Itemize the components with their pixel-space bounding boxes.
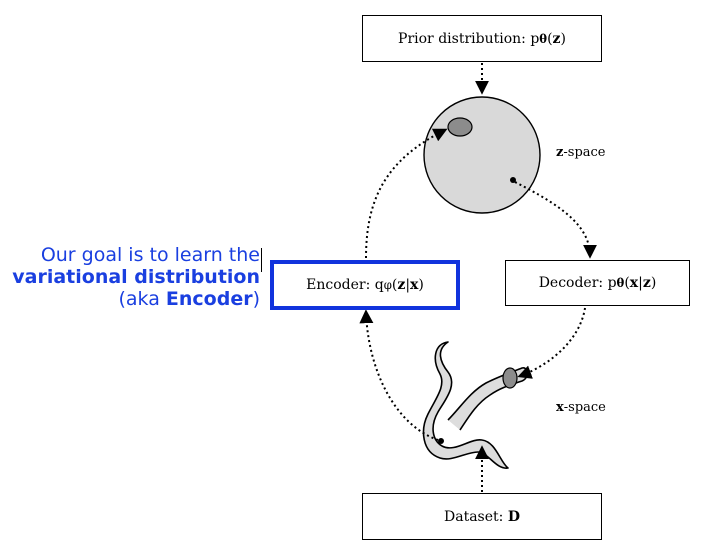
decoder-formula-paren-close: ) — [650, 275, 657, 291]
dataset-label: Dataset: — [444, 508, 504, 525]
annotation-line-1: Our goal is to learn the — [40, 244, 260, 266]
dataset-formula-d: D — [507, 508, 520, 525]
data-region-blob — [502, 367, 518, 389]
decoder-formula-p: p — [607, 275, 617, 291]
prior-label: Prior distribution: — [398, 30, 526, 47]
arrow-decoder-to-xspace — [517, 307, 586, 379]
encoder-formula-bar: | — [405, 277, 411, 293]
prior-formula-p: p — [530, 30, 540, 47]
x-space-var: x — [556, 400, 564, 415]
latent-point — [510, 177, 516, 183]
z-space-var: z — [556, 145, 564, 160]
annotation-line-3-post: ) — [252, 288, 260, 310]
z-space-text: -space — [563, 145, 606, 160]
decoder-formula-paren-open: ( — [624, 275, 630, 291]
encoder-formula-paren-close: ) — [418, 277, 424, 293]
goal-annotation: Our goal is to learn the variational dis… — [12, 244, 260, 310]
encoder-formula-z: z — [397, 277, 406, 293]
prior-formula-paren-open: ( — [547, 30, 553, 47]
x-space-label: x-space — [556, 400, 606, 415]
prior-formula-paren-close: ) — [560, 30, 566, 47]
encoder-formula-phi: φ — [383, 278, 392, 292]
x-space-manifold-outline — [422, 341, 509, 469]
x-space-text: -space — [563, 400, 606, 415]
encoder-formula-paren-open: ( — [391, 277, 398, 293]
data-point — [438, 438, 444, 444]
arrow-xspace-to-encoder — [359, 309, 439, 441]
text-cursor — [261, 248, 262, 272]
annotation-line-3-pre: (aka — [118, 288, 166, 310]
z-space-sphere — [423, 96, 541, 214]
decoder-formula-x: x — [629, 275, 639, 291]
annotation-line-3-bold: Encoder — [165, 288, 253, 310]
latent-region-blob — [447, 117, 473, 137]
decoder-formula-z: z — [642, 275, 651, 291]
decoder-label: Decoder: — [538, 275, 604, 291]
prior-formula-z: z — [552, 30, 561, 47]
decoder-formula-theta: θ — [616, 276, 625, 290]
z-space-label: z-space — [556, 145, 606, 160]
decoder-formula-bar: | — [638, 275, 643, 291]
arrow-latent-to-decoder — [514, 181, 597, 259]
annotation-line-2: variational distribution — [12, 266, 260, 288]
encoder-formula-q: q — [374, 277, 384, 293]
dataset-box: Dataset: D — [362, 493, 602, 540]
prior-formula-theta: θ — [539, 31, 548, 46]
encoder-label: Encoder: — [306, 277, 371, 293]
annotation-line-3: (aka Encoder) — [12, 288, 260, 310]
encoder-formula-x: x — [410, 277, 419, 293]
